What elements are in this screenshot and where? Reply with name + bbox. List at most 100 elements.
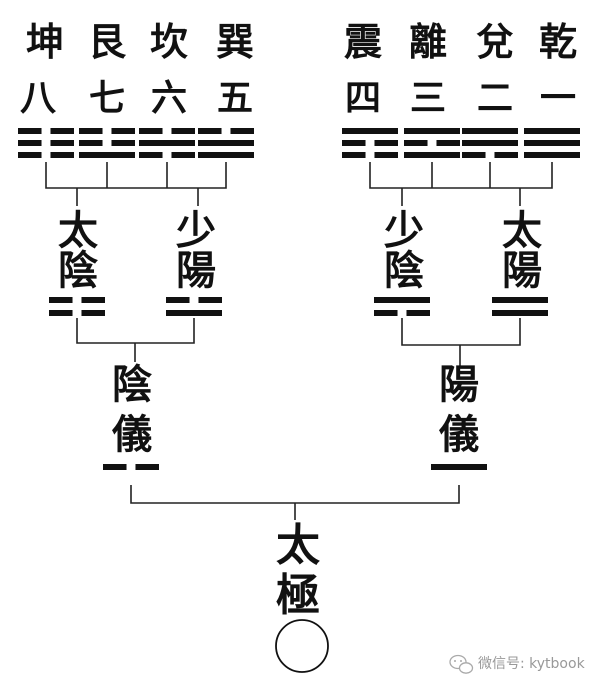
mode-2-line-1-yang (431, 464, 487, 470)
symbol-2-line-2-yin-2 (198, 297, 222, 303)
trigram-number-5: 五 (217, 77, 253, 119)
trigram-4-line-1-yang (198, 152, 254, 158)
trigram-number-3: 三 (410, 77, 446, 119)
trigram-4-line-3-yin-2 (230, 128, 254, 134)
wechat-icon (449, 654, 474, 674)
connector-symbols-right (401, 318, 521, 366)
mode-yin-char2: 儀 (111, 411, 152, 458)
symbol-taiyin-char1: 太 (58, 207, 98, 254)
trigram-5-line-1-yin-1 (342, 152, 366, 158)
trigram-marks (18, 128, 580, 158)
trigram-number-8: 八 (20, 77, 57, 119)
trigram-5-line-2-yin-1 (342, 140, 366, 146)
trigram-7-line-3-yang (462, 128, 518, 134)
trigram-number-4: 四 (345, 77, 381, 119)
mode-1-line-1-yin-1 (103, 464, 127, 470)
mode-yin-char1: 陰 (112, 361, 152, 408)
symbol-shaoyin-char1: 少 (384, 207, 424, 254)
trigram-5-line-3-yang (342, 128, 398, 134)
trigram-1-line-1-yin-1 (18, 152, 42, 158)
symbol-taiyang-char2: 陽 (502, 247, 542, 294)
trigram-4-line-2-yang (198, 140, 254, 146)
trigram-1-line-2-yin-1 (18, 140, 42, 146)
trigram-name-xun: 巽 (216, 19, 254, 64)
connector-lines (45, 162, 553, 520)
symbol-1-line-1-yin-2 (81, 310, 105, 316)
trigram-8-line-1-yang (524, 152, 580, 158)
symbol-4-line-1-yang (492, 310, 548, 316)
trigram-4-line-3-yin-1 (198, 128, 222, 134)
trigram-1-line-2-yin-2 (50, 140, 74, 146)
trigram-7-line-1-yin-1 (462, 152, 486, 158)
symbol-shaoyang-char1: 少 (176, 207, 216, 254)
trigram-5-line-2-yin-2 (374, 140, 398, 146)
trigram-8-line-2-yang (524, 140, 580, 146)
trigram-number-row: 八 七 六 五 四 三 二 一 (20, 77, 576, 119)
trigram-name-row: 坤 艮 坎 巽 震 離 兌 乾 (26, 19, 577, 64)
trigram-name-li: 離 (409, 19, 447, 64)
origin-char1: 太 (276, 520, 320, 571)
symbol-shaoyang-char2: 陽 (176, 247, 216, 294)
connector-trigrams-right (369, 162, 553, 206)
watermark: 微信号: kytbook (449, 654, 586, 674)
trigram-name-kun: 坤 (26, 19, 64, 64)
trigram-1-line-3-yin-1 (18, 128, 42, 134)
trigram-8-line-3-yang (524, 128, 580, 134)
trigram-name-gen: 艮 (88, 19, 127, 64)
symbol-taiyang-char1: 太 (502, 207, 542, 254)
mode-1-line-1-yin-2 (135, 464, 159, 470)
trigram-number-7: 七 (89, 77, 125, 119)
mode-marks (103, 464, 487, 470)
four-symbols-labels: 太 陰 少 陽 少 陰 太 陽 (58, 207, 542, 294)
trigram-2-line-2-yin-1 (79, 140, 103, 146)
trigram-3-line-1-yin-2 (171, 152, 195, 158)
symbol-1-line-2-yin-1 (49, 297, 73, 303)
mode-yang-char2: 儀 (438, 411, 479, 458)
trigram-3-line-3-yin-1 (139, 128, 163, 134)
connector-symbols-left (76, 318, 195, 362)
symbol-3-line-2-yang (374, 297, 430, 303)
trigram-3-line-3-yin-2 (171, 128, 195, 134)
connector-trigrams-left (45, 162, 227, 206)
symbol-marks (49, 297, 548, 316)
symbol-shaoyin-char2: 陰 (384, 247, 424, 294)
mode-yang-char1: 陽 (439, 361, 479, 408)
trigram-6-line-2-yin-2 (436, 140, 460, 146)
trigram-name-qian: 乾 (539, 19, 577, 64)
trigram-name-dui: 兌 (476, 19, 514, 64)
trigram-6-line-1-yang (404, 152, 460, 158)
trigram-name-zhen: 震 (344, 19, 383, 64)
trigram-number-6: 六 (151, 77, 187, 119)
connector-modes (130, 485, 460, 520)
trigram-2-line-3-yin-2 (111, 128, 135, 134)
taiji-circle (275, 619, 329, 673)
symbol-1-line-1-yin-1 (49, 310, 73, 316)
trigram-1-line-1-yin-2 (50, 152, 74, 158)
trigram-5-line-1-yin-2 (374, 152, 398, 158)
symbol-3-line-1-yin-1 (374, 310, 398, 316)
trigram-7-line-2-yang (462, 140, 518, 146)
symbol-2-line-1-yang (166, 310, 222, 316)
origin-char2: 極 (276, 570, 320, 621)
watermark-text: 微信号: kytbook (478, 656, 586, 672)
symbol-2-line-2-yin-1 (166, 297, 190, 303)
trigram-2-line-2-yin-2 (111, 140, 135, 146)
symbol-3-line-1-yin-2 (406, 310, 430, 316)
symbol-1-line-2-yin-2 (81, 297, 105, 303)
trigram-2-line-1-yang (79, 152, 135, 158)
trigram-6-line-2-yin-1 (404, 140, 428, 146)
trigram-7-line-1-yin-2 (494, 152, 518, 158)
trigram-2-line-3-yin-1 (79, 128, 103, 134)
trigram-name-kan: 坎 (150, 19, 188, 64)
taiji-origin: 太 極 (275, 520, 329, 673)
two-modes-labels: 陰 儀 陽 儀 (111, 361, 479, 458)
trigram-3-line-1-yin-1 (139, 152, 163, 158)
trigram-number-1: 一 (540, 77, 576, 119)
symbol-4-line-2-yang (492, 297, 548, 303)
trigram-6-line-3-yang (404, 128, 460, 134)
trigram-1-line-3-yin-2 (50, 128, 74, 134)
symbol-taiyin-char2: 陰 (58, 247, 98, 294)
trigram-number-2: 二 (477, 77, 513, 119)
trigram-3-line-2-yang (139, 140, 195, 146)
